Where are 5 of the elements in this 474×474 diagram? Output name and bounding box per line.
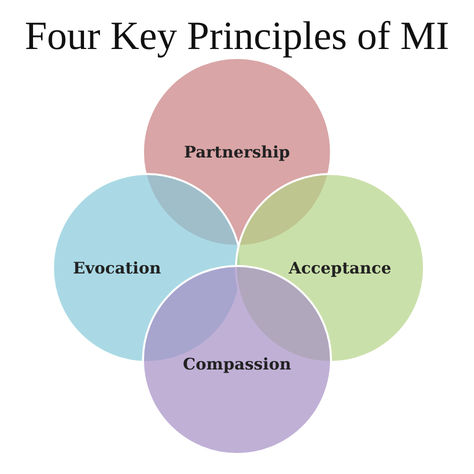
circle-label: Evocation: [72, 258, 162, 278]
circle-label: Partnership: [184, 142, 290, 162]
circle-label: Acceptance: [288, 258, 392, 278]
circle-label: Compassion: [182, 354, 292, 374]
title: Four Key Principles of MI: [24, 12, 450, 59]
